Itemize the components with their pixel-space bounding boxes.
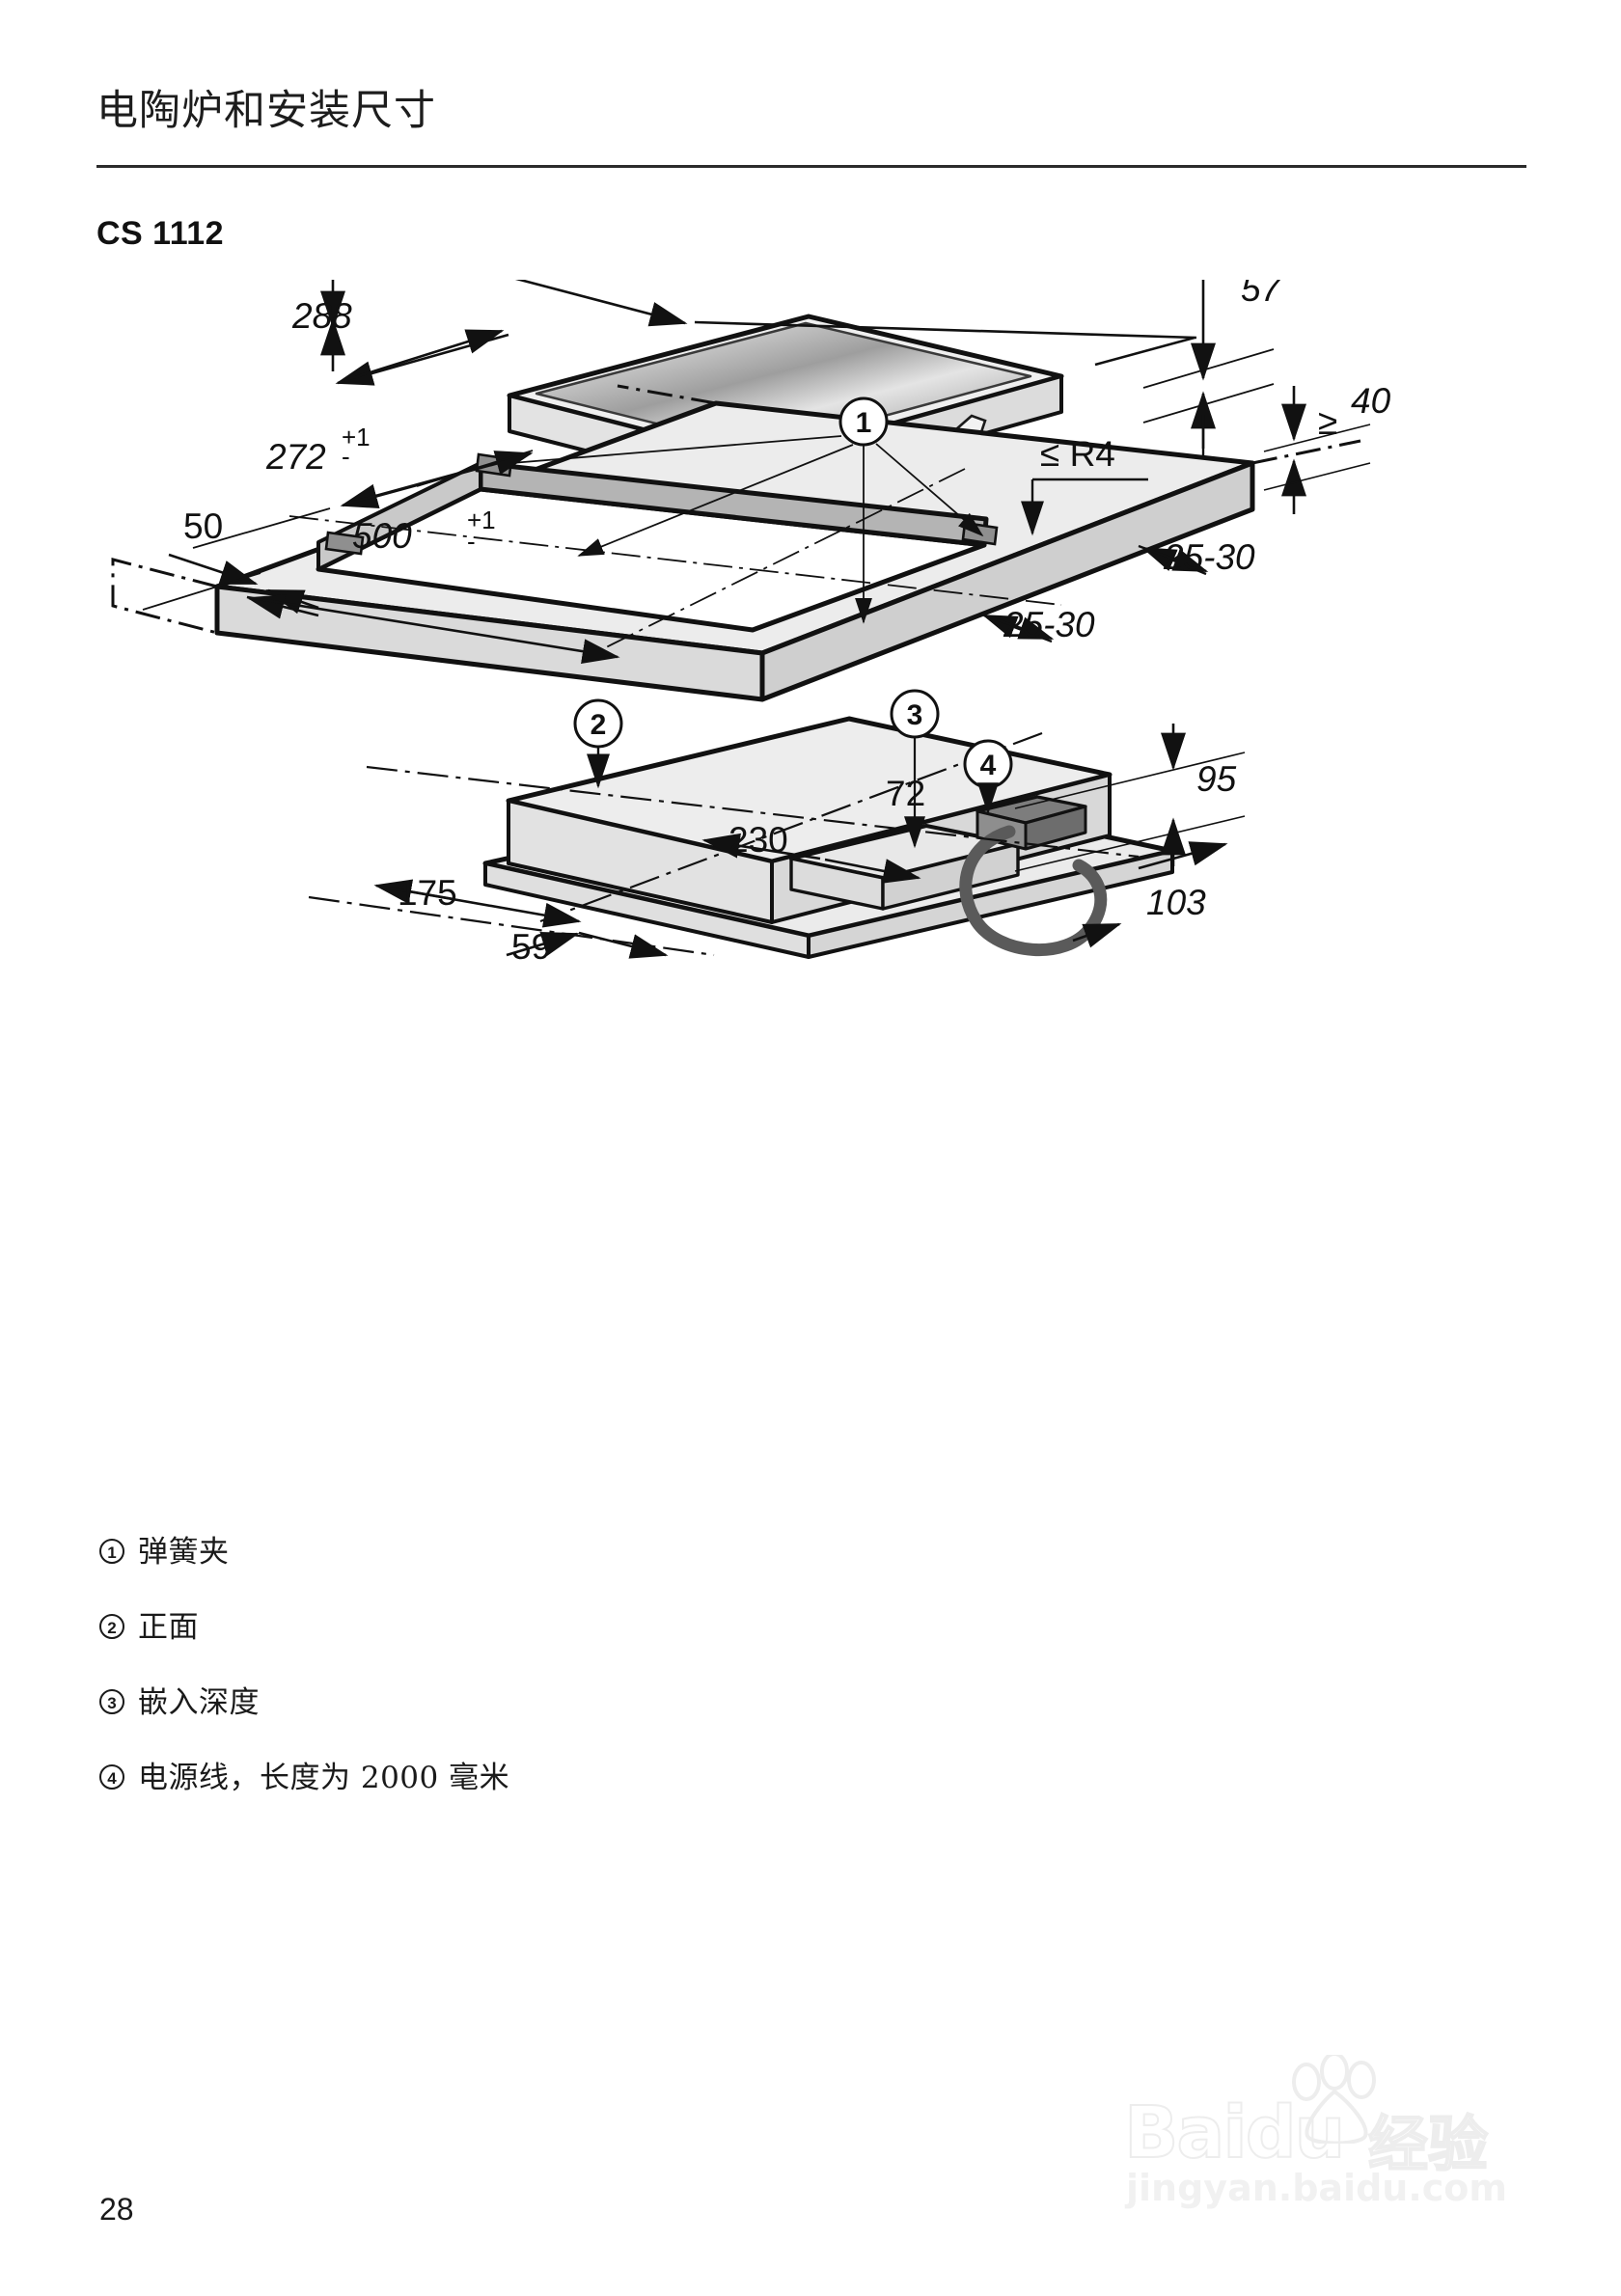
dimension-500-label: 500 — [352, 516, 412, 556]
worktop-hidden-edge-left — [111, 558, 218, 635]
page-title: 电陶炉和安装尺寸 — [96, 87, 436, 135]
dimension-40-prefix: ≥ — [1318, 402, 1337, 442]
legend-label-2: 正面 — [138, 1610, 199, 1645]
page-number: 28 — [99, 2192, 134, 2227]
technical-drawing: 15 288 520 57 3 — [0, 280, 1621, 1486]
balloon-2: 2 — [573, 698, 623, 789]
underside-flange-right — [807, 849, 1174, 959]
balloon-1: 1 — [510, 396, 984, 624]
dimension-R4: ≤ R4 — [1021, 434, 1148, 536]
legend-label-3: 嵌入深度 — [138, 1685, 260, 1720]
dimension-500-tol-plus: +1 — [467, 506, 496, 534]
dimension-15: 15 — [238, 280, 345, 371]
legend-marker-2: 2 — [99, 1614, 124, 1639]
dimension-R4-label: ≤ R4 — [1040, 434, 1115, 474]
watermark-wordmark: Baidu — [1123, 2091, 1346, 2175]
dimension-95: 95 — [1014, 724, 1246, 872]
dimension-272: 272 +1 - — [192, 423, 534, 549]
dimension-40: ≥ 40 — [1263, 381, 1391, 514]
dimension-50-label: 50 — [183, 506, 223, 546]
dimension-72-label: 72 — [886, 774, 925, 813]
cutout-centreline-a — [288, 515, 1062, 606]
worktop-cutout-view: 1 272 +1 - 50 500 +1 — [111, 381, 1391, 702]
list-item: 3 嵌入深度 — [99, 1682, 1257, 1725]
legend-marker-4: 4 — [99, 1764, 124, 1790]
dimension-40-label: 40 — [1351, 381, 1391, 421]
terminal-box-right — [1024, 805, 1087, 851]
legend-label-4: 电源线，长度为 2000 毫米 — [138, 1761, 510, 1795]
underside-centreline-b — [539, 731, 1043, 923]
balloon-4: 4 — [963, 739, 1013, 815]
dimension-72: 72 — [886, 774, 925, 813]
dimension-288: 288 — [291, 296, 509, 386]
dimension-59-label: 59 — [511, 927, 551, 967]
power-cable — [959, 825, 1108, 957]
dimension-230-label: 230 — [728, 820, 788, 860]
list-item: 1 弹簧夹 — [99, 1532, 1257, 1574]
watermark-url: jingyan.baidu.com — [1126, 2167, 1507, 2209]
dimension-25-30-front: 25-30 — [978, 605, 1095, 644]
legend-marker-1: 1 — [99, 1539, 124, 1564]
watermark-cn-text: 经验 — [1367, 2108, 1489, 2180]
balloon-3-bottom: 3 — [890, 689, 940, 849]
balloon-2-label: 2 — [591, 709, 607, 741]
dimension-175: 175 — [373, 873, 582, 928]
dimension-500: 500 +1 - — [246, 506, 620, 665]
list-item: 2 正面 — [99, 1607, 1257, 1650]
underside-centreline-c — [308, 895, 715, 957]
page-header: 电陶炉和安装尺寸 — [96, 87, 1525, 135]
dimension-25-30-right: 25-30 — [1138, 537, 1255, 577]
spring-clip-front-left — [324, 531, 365, 556]
dimension-272-tol-plus: +1 — [342, 423, 371, 451]
legend: 1 弹簧夹 2 正面 3 嵌入深度 4 电源线，长度为 2000 毫米 — [99, 1532, 1257, 1833]
balloon-1-label: 1 — [856, 407, 872, 439]
dimension-57: 57 — [1142, 280, 1282, 449]
dimension-59: 59 — [506, 927, 669, 967]
appliance-underside-view: 2 3 4 72 95 1 — [308, 689, 1246, 967]
dimension-175-label: 175 — [398, 873, 457, 913]
legend-label-1: 弹簧夹 — [138, 1535, 230, 1570]
dimension-500-tol-minus: - — [467, 527, 476, 556]
dimension-25-30-right-label: 25-30 — [1163, 537, 1255, 577]
baidu-watermark: Baidu 经验 jingyan.baidu.com — [1123, 2036, 1539, 2209]
legend-marker-3: 3 — [99, 1689, 124, 1714]
dimension-520: 520 — [514, 280, 1197, 367]
dimension-288-label: 288 — [291, 296, 352, 336]
dimension-57-label: 57 — [1241, 280, 1282, 309]
dimension-230: 230 — [701, 820, 921, 884]
cutout-centreline-b — [588, 468, 966, 657]
dimension-272-tol-minus: - — [342, 442, 350, 471]
balloon-4-label: 4 — [980, 750, 997, 781]
model-heading: CS 1112 — [96, 215, 225, 252]
dimension-95-label: 95 — [1196, 759, 1237, 799]
list-item: 4 电源线，长度为 2000 毫米 — [99, 1758, 1257, 1800]
dimension-50: 50 — [142, 506, 319, 615]
balloon-3-bottom-label: 3 — [907, 699, 923, 731]
worktop-hidden-edge-back — [617, 384, 717, 405]
dimension-272-label: 272 — [265, 437, 326, 477]
underside-centreline-a — [366, 765, 1140, 859]
header-divider — [96, 165, 1526, 168]
dimension-103-label: 103 — [1146, 883, 1206, 922]
worktop-hidden-edge-right — [1251, 439, 1361, 465]
dimension-103: 103 — [1072, 841, 1228, 948]
dimension-25-30-front-label: 25-30 — [1003, 605, 1095, 644]
paw-icon — [1275, 2052, 1390, 2148]
dimension-15-label: 15 — [238, 280, 279, 285]
